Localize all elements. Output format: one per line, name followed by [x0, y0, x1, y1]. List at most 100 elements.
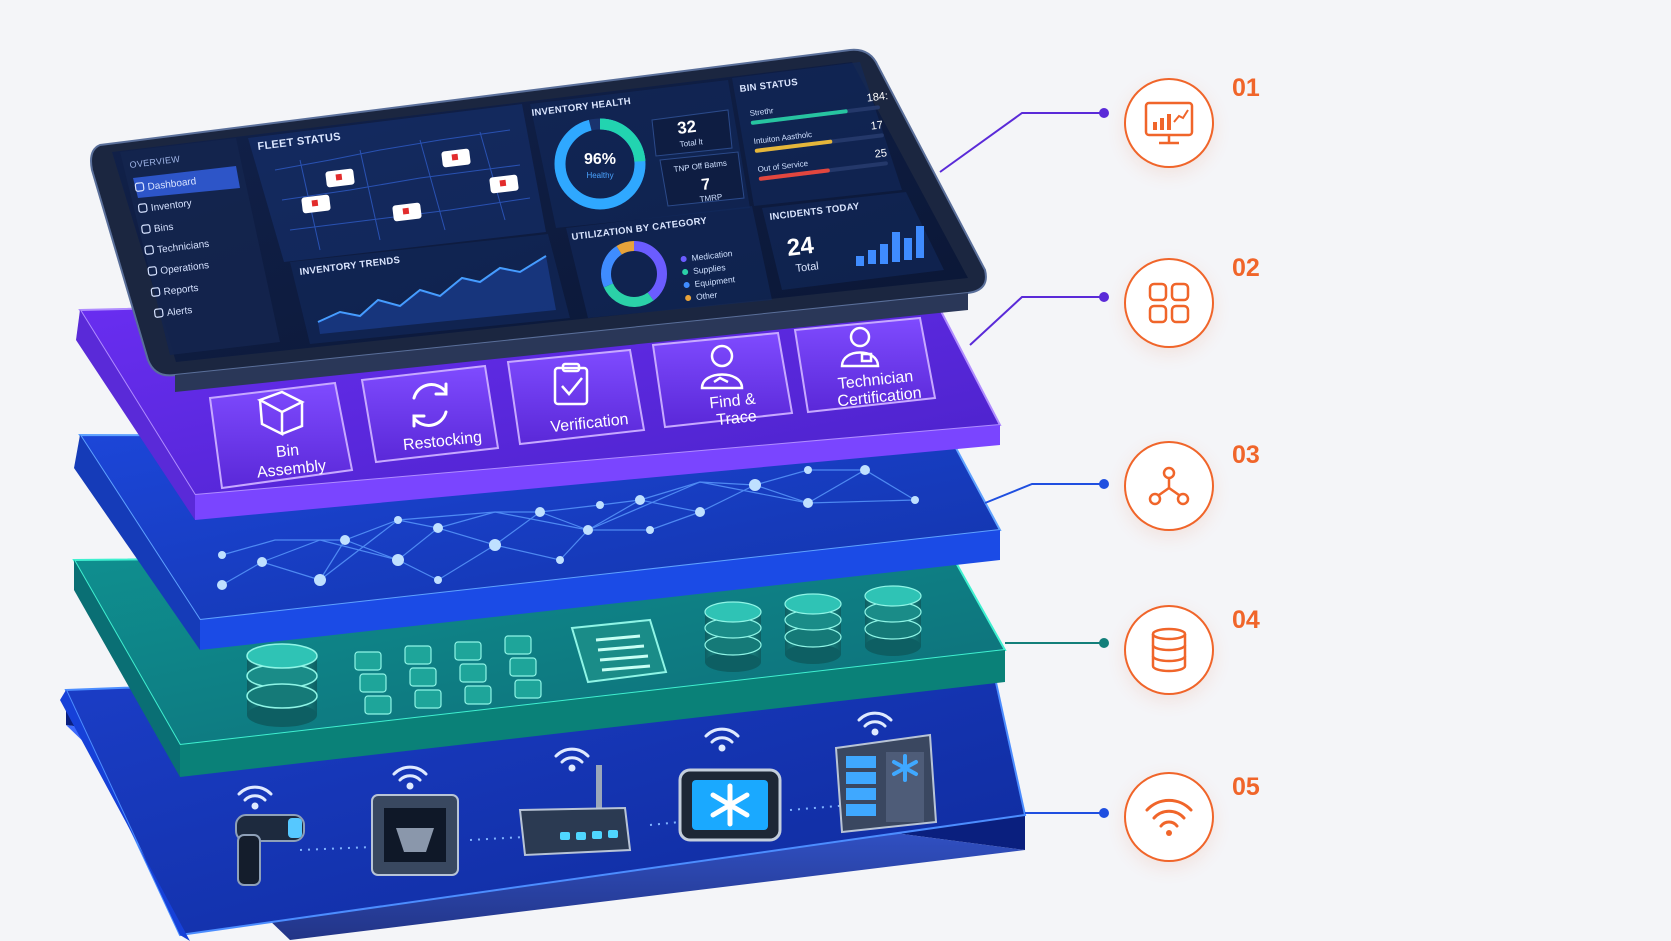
sidebar-item-label: Alerts: [166, 305, 193, 319]
callout-04: [1124, 605, 1214, 695]
app-grid-icon: [1148, 282, 1190, 324]
barcode-scanner-icon: [235, 814, 305, 886]
legend-swatch: [680, 256, 687, 263]
svg-text:Bin: Bin: [275, 442, 300, 461]
database-stack-icon: [864, 585, 922, 656]
incidents-bar-chart: [856, 226, 924, 266]
svg-text:Find &: Find &: [709, 391, 757, 413]
bin-status-value: 25: [874, 147, 888, 160]
legend-swatch: [682, 269, 689, 276]
operations-icon: [147, 266, 158, 276]
inventory-trends-panel: INVENTORY TRENDS: [290, 234, 570, 344]
technicians-icon: [144, 245, 155, 255]
sidebar-item-inventory[interactable]: Inventory: [137, 198, 192, 214]
card-reader-icon: [371, 794, 459, 876]
svg-text:7: 7: [700, 176, 711, 194]
sidebar-item-label: Reports: [163, 283, 199, 298]
svg-text:Total lt: Total lt: [679, 137, 704, 149]
ambulance-icon: [489, 174, 519, 194]
database-icon: [1151, 627, 1187, 673]
callout-05: [1124, 772, 1214, 862]
sidebar-item-dashboard-highlight[interactable]: [133, 166, 240, 198]
utilization-legend-item: Other: [685, 289, 718, 302]
person-search-icon: [700, 344, 744, 390]
router-icon: [518, 765, 632, 857]
workflow-card-technician-certification[interactable]: Technician Certification: [793, 316, 937, 414]
callout-01: [1124, 78, 1214, 168]
dashboard-icon: [134, 182, 145, 192]
sidebar-item-bins[interactable]: Bins: [141, 222, 175, 235]
workflow-card-find-trace[interactable]: Find & Trace: [651, 331, 794, 429]
callout-number-02: 02: [1232, 254, 1260, 282]
alerts-icon: [153, 308, 164, 318]
dashboard-monitor-icon: [1144, 101, 1194, 145]
inventory-health-panel: INVENTORY HEALTH 96% Healthy 32 Total lt…: [530, 80, 750, 228]
bin-status-bar: [758, 168, 830, 181]
database-stack-icon: [704, 601, 762, 672]
callout-number-04: 04: [1232, 606, 1260, 634]
utilization-legend-item: Equipment: [683, 274, 736, 289]
database-stack-icon: [784, 593, 842, 664]
workflow-card-verification[interactable]: Verification: [506, 348, 646, 446]
bins-icon: [141, 224, 151, 234]
bin-status-label: Strethr: [749, 106, 774, 118]
ambulance-icon: [301, 194, 331, 214]
technician-icon: [840, 326, 880, 368]
legend-label: Other: [695, 289, 717, 302]
legend-label: Supplies: [692, 262, 726, 276]
data-blocks-icon: [354, 635, 542, 715]
bin-status-value: 184:: [866, 90, 889, 105]
svg-text:Total: Total: [795, 260, 820, 275]
callout-number-05: 05: [1232, 773, 1260, 801]
document-tile-icon: [570, 618, 668, 684]
ambulance-icon: [325, 168, 355, 188]
refresh-icon: [412, 382, 448, 428]
legend-swatch: [685, 295, 692, 302]
database-stack-icon: [246, 643, 318, 727]
callout-number-01: 01: [1232, 74, 1260, 102]
callout-number-03: 03: [1232, 441, 1260, 469]
incidents-panel: INCIDENTS TODAY 24 Total: [762, 192, 944, 290]
network-nodes: [217, 465, 919, 590]
bin-status-value: 17: [870, 119, 884, 132]
bin-status-bar: [754, 139, 833, 153]
wifi-icon: [1145, 798, 1193, 836]
ambulance-icon: [441, 148, 471, 168]
inventory-icon: [137, 203, 148, 213]
svg-text:96%: 96%: [584, 151, 616, 168]
sidebar-item-label: Inventory: [150, 198, 192, 214]
box-icon: [256, 390, 305, 437]
svg-text:Trace: Trace: [716, 408, 758, 429]
medical-tablet-icon: [678, 768, 782, 842]
dashboard-sidebar: OVERVIEW DashboardInventoryBinsTechnicia…: [120, 138, 280, 355]
legend-label: Equipment: [694, 274, 736, 289]
bin-status-bar: [750, 109, 848, 125]
workflow-card-restocking[interactable]: Restocking: [360, 364, 500, 464]
svg-text:24: 24: [785, 232, 815, 262]
callout-02: [1124, 258, 1214, 348]
callout-03: [1124, 441, 1214, 531]
sidebar-item-alerts[interactable]: Alerts: [153, 305, 193, 319]
svg-text:Healthy: Healthy: [586, 171, 613, 180]
svg-text:TMRP: TMRP: [699, 192, 723, 204]
legend-swatch: [683, 282, 690, 289]
network-nodes-icon: [1148, 466, 1190, 506]
ambulance-icon: [392, 202, 422, 222]
sidebar-item-reports[interactable]: Reports: [150, 283, 199, 298]
trend-line: [317, 255, 547, 323]
fleet-status-panel: FLEET STATUS: [248, 104, 546, 262]
supply-cabinet-icon: [834, 733, 938, 834]
reports-icon: [150, 287, 161, 297]
svg-text:32: 32: [676, 117, 697, 138]
clipboard-check-icon: [553, 362, 589, 406]
bin-status-row: Strethr 184:: [749, 90, 889, 125]
utilization-legend-item: Supplies: [682, 262, 726, 276]
sidebar-item-label: Bins: [153, 222, 174, 235]
